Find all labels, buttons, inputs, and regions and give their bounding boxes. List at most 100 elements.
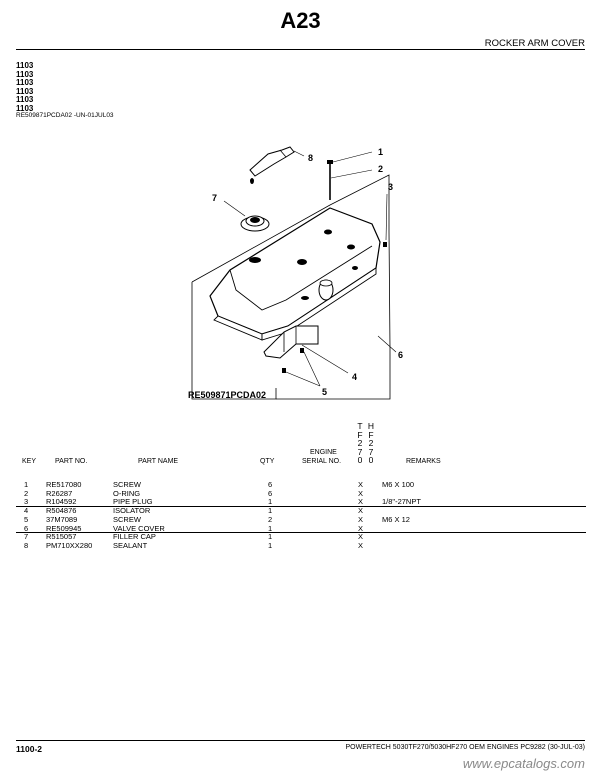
footer-divider [16, 740, 585, 741]
group-code: 1103 [16, 69, 34, 79]
serial-no-header: SERIAL NO. [302, 458, 342, 465]
cell-key: 3 [24, 497, 29, 507]
exploded-parts-diagram: 1 2 3 4 5 6 7 8 [191, 146, 403, 400]
engine-column-char: F [368, 429, 374, 440]
part-name-header: PART NAME [138, 458, 179, 465]
cell-name: SCREW [113, 514, 141, 524]
engine-column-h: H F 2 7 0 [367, 422, 375, 465]
cell-part-no: RE509945 [46, 523, 82, 533]
group-code: 1103 [16, 95, 34, 105]
cell-key: 5 [24, 514, 29, 524]
cell-t: X [358, 523, 364, 533]
cell-part-no: PM710XX280 [46, 540, 93, 550]
filler-cap-drawing [223, 200, 270, 232]
cell-name: PIPE PLUG [113, 497, 153, 507]
engine-column-char: 0 [357, 455, 363, 465]
table-row: 2 R26287 O-RING 6 X [0, 489, 601, 498]
cell-qty: 1 [268, 540, 273, 550]
cell-qty: 1 [268, 506, 273, 516]
cell-key: 8 [24, 540, 29, 550]
cell-name: ISOLATOR [113, 506, 151, 516]
callout-2: 2 [378, 164, 383, 174]
cell-part-no: R504876 [46, 506, 77, 516]
cell-qty: 1 [268, 523, 273, 533]
engine-column-t: T F 2 7 0 [356, 422, 364, 465]
qty-header: QTY [260, 458, 275, 465]
engine-column-char: 7 [357, 446, 363, 457]
cell-t: X [358, 506, 364, 516]
table-row: 4 R504876 ISOLATOR 1 X [0, 506, 601, 515]
cell-name: SCREW [113, 480, 141, 489]
cell-t: X [358, 488, 364, 498]
callout-1: 1 [378, 147, 383, 157]
cell-part-no: 37M7089 [46, 514, 78, 524]
cell-part-no: R515057 [46, 532, 77, 542]
engine-column-char: H [367, 421, 375, 431]
cell-name: FILLER CAP [113, 532, 156, 542]
engine-column-char: 0 [368, 455, 374, 465]
cell-key: 4 [24, 506, 29, 516]
cell-part-no: R104592 [46, 497, 77, 507]
cell-t: X [358, 540, 364, 550]
group-code: 1103 [16, 61, 34, 70]
cell-remarks: M6 X 100 [382, 480, 415, 489]
engine-column-char: F [357, 429, 363, 440]
illustration-reference: RE509871PCDA02 -UN-01JUL03 [16, 112, 114, 119]
cell-t: X [358, 514, 364, 524]
cell-qty: 1 [268, 532, 273, 542]
page-title: A23 [280, 8, 321, 33]
cell-part-no: R26287 [46, 488, 73, 498]
cell-t: X [358, 497, 364, 507]
callout-5: 5 [322, 387, 327, 397]
part-no-header: PART NO. [55, 458, 88, 465]
cell-key: 7 [24, 532, 29, 542]
cell-name: VALVE COVER [113, 523, 165, 533]
cell-t: X [358, 480, 364, 489]
cell-name: SEALANT [113, 540, 148, 550]
section-name: ROCKER ARM COVER [484, 38, 585, 49]
row-group-divider [16, 505, 586, 507]
diagram-label: RE509871PCDA02 [188, 390, 267, 400]
key-header: KEY [22, 458, 37, 465]
callout-6: 6 [398, 350, 403, 360]
cell-key: 2 [24, 488, 29, 498]
cell-qty: 1 [268, 497, 273, 507]
engine-column-char: 2 [357, 438, 363, 448]
row-group-divider [16, 531, 586, 533]
engine-column-char: 2 [368, 438, 374, 448]
header-divider [16, 49, 585, 50]
engine-column-char: 7 [368, 446, 374, 457]
engine-footer: POWERTECH 5030TF270/5030HF270 OEM ENGINE… [345, 744, 585, 751]
cell-remarks: M6 X 12 [382, 514, 410, 524]
cell-qty: 6 [268, 480, 273, 489]
group-code: 1103 [16, 86, 34, 96]
cell-part-no: RE517080 [46, 480, 82, 489]
table-row: 8 PM710XX280 SEALANT 1 X [0, 541, 601, 550]
group-code: 1103 [16, 78, 34, 88]
group-code: 1103 [16, 103, 34, 113]
watermark: www.epcatalogs.com [462, 756, 585, 771]
engine-column-char: T [357, 421, 363, 431]
cell-qty: 2 [268, 514, 273, 524]
cell-key: 1 [24, 480, 29, 489]
callout-4: 4 [352, 372, 357, 382]
table-row: 5 37M7089 SCREW 2 X M6 X 12 [0, 515, 601, 524]
cell-name: O-RING [113, 488, 141, 498]
valve-cover-drawing [209, 207, 381, 341]
callout-7: 7 [212, 193, 217, 203]
remarks-header: REMARKS [406, 458, 441, 465]
page-number: 1100-2 [16, 744, 42, 754]
engine-header: ENGINE [310, 449, 337, 456]
sealant-tube-drawing [249, 146, 305, 184]
screw-drawing [327, 151, 388, 247]
callout-8: 8 [308, 153, 313, 163]
callout-3: 3 [388, 182, 393, 192]
cell-qty: 6 [268, 488, 273, 498]
group-code-list: 1103 1103 1103 1103 1103 1103 [16, 61, 34, 114]
small-screws-drawing [282, 348, 321, 387]
isolator-drawing [263, 325, 349, 374]
table-row: 1 RE517080 SCREW 6 X M6 X 100 [0, 480, 601, 489]
